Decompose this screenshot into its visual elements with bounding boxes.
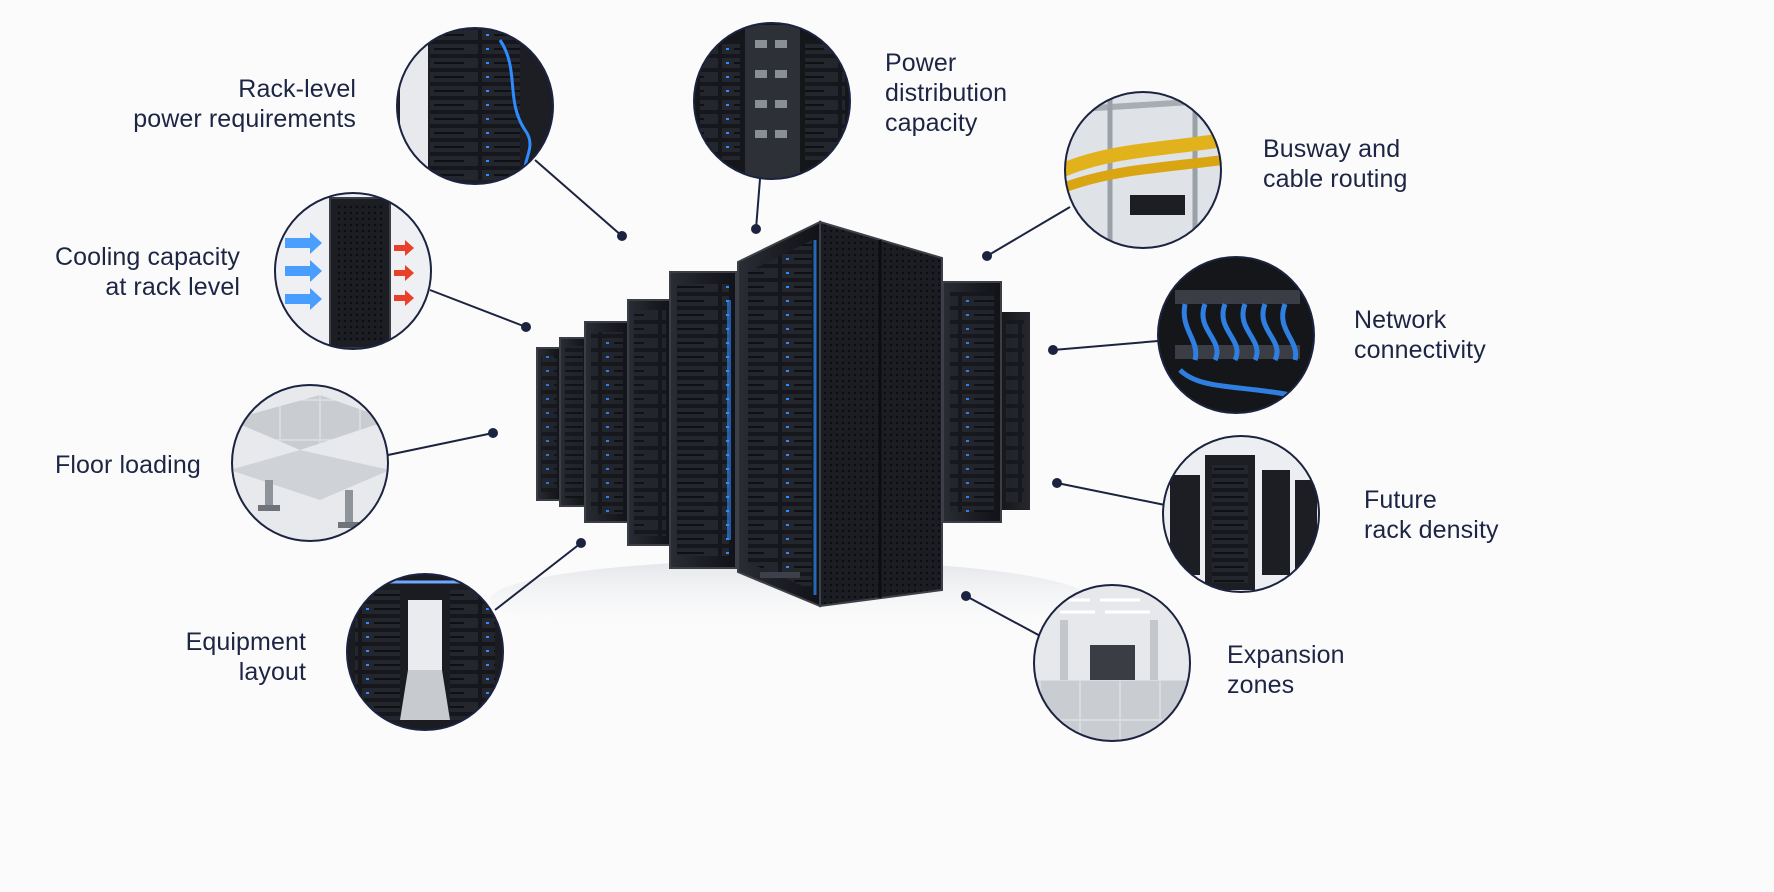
label-line: Busway and [1263,135,1401,163]
label-line: distribution [885,79,1008,107]
label-line: Rack-level [238,75,356,103]
rack-power-image [396,27,554,185]
label-rack-power: Rack-level power requirements [100,74,356,134]
label-line: capacity [885,109,978,137]
label-line: Floor loading [55,451,201,479]
label-line: power requirements [133,105,356,133]
label-line: cable routing [1263,165,1408,193]
raised-floor-image [231,384,389,542]
label-line: Expansion [1227,641,1345,669]
pdu-image [693,22,851,180]
label-density: Future rack density [1364,485,1564,545]
label-line: connectivity [1354,336,1486,364]
label-busway: Busway and cable routing [1263,134,1483,194]
label-expansion: Expansion zones [1227,640,1427,700]
label-line: rack density [1364,516,1499,544]
label-network: Network connectivity [1354,305,1554,365]
label-layout: Equipment layout [106,627,306,687]
empty-hall-image [1033,584,1191,742]
label-power-distribution: Power distribution capacity [885,48,1085,138]
label-line: Power [885,49,957,77]
label-line: zones [1227,671,1295,699]
label-line: at rack level [105,273,240,301]
label-cooling: Cooling capacity at rack level [30,242,240,302]
front-rack [737,220,943,608]
aisle-image [346,573,504,731]
network-cables-image [1157,256,1315,414]
cable-tray-image [1064,91,1222,249]
rack-row-image [1162,435,1320,593]
label-line: layout [238,658,306,686]
label-line: Cooling capacity [54,243,240,271]
rack-row-right [942,281,1030,523]
label-floor: Floor loading [55,450,255,480]
label-line: Equipment [185,628,306,656]
label-line: Future [1364,486,1437,514]
connectors [387,159,1166,639]
airflow-image [274,192,432,350]
rack-row-left [536,271,737,569]
label-line: Network [1354,306,1447,334]
